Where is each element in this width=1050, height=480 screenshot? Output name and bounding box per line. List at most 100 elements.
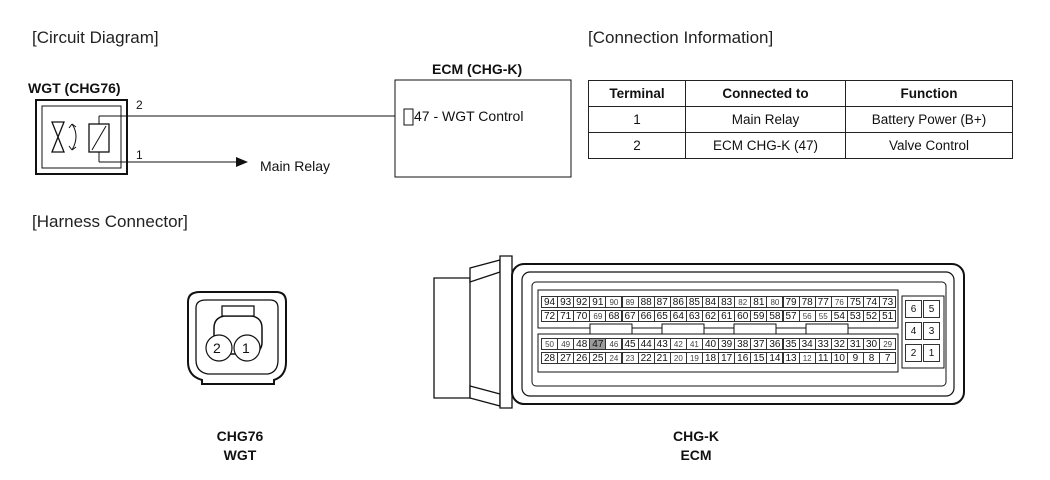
ecm-connector-pin: 70 [573, 310, 591, 322]
ecm-connector-pin: 84 [702, 296, 720, 308]
ecm-connector-pin: 89 [621, 296, 639, 308]
ecm-connector-pin: 16 [734, 352, 752, 364]
table-header-function: Function [845, 80, 1013, 107]
wgt-inner-box [41, 105, 122, 169]
ecm-connector-pin: 26 [573, 352, 591, 364]
ecm-connector-pin: 17 [718, 352, 736, 364]
table-cell: Battery Power (B+) [845, 106, 1013, 133]
ecm-connector-pin: 59 [750, 310, 768, 322]
ecm-connector-pin: 79 [782, 296, 800, 308]
ecm-connector-icon [433, 255, 965, 409]
table-row: 1 Main Relay Battery Power (B+) [588, 106, 1013, 133]
ecm-connector-pin: 19 [685, 352, 703, 364]
wgt-label: WGT (CHG76) [28, 80, 121, 96]
ecm-connector-pin: 46 [605, 338, 623, 350]
ecm-connector-pin: 75 [846, 296, 864, 308]
ecm-connector-pin: 31 [846, 338, 864, 350]
ecm-connector-pin: 66 [637, 310, 655, 322]
ecm-connector-pin: 71 [557, 310, 575, 322]
wgt-connector-pin: 2 [213, 340, 221, 356]
ecm-connector-pin: 72 [541, 310, 559, 322]
ecm-connector-pin: 61 [718, 310, 736, 322]
ecm-connector-pin: 7 [879, 352, 897, 364]
ecm-connector-pin: 32 [830, 338, 848, 350]
ecm-connector-pin: 48 [573, 338, 591, 350]
ecm-connector-pin: 63 [685, 310, 703, 322]
wgt-connector-caption-name: WGT [223, 447, 257, 463]
table-cell: Main Relay [685, 106, 846, 133]
ecm-connector-pin: 41 [685, 338, 703, 350]
ecm-connector-pin: 18 [702, 352, 720, 364]
ecm-pin-label: 47 - WGT Control [414, 108, 524, 124]
ecm-connector-pin: 83 [718, 296, 736, 308]
ecm-connector-pin: 77 [814, 296, 832, 308]
ecm-connector-pin: 81 [750, 296, 768, 308]
ecm-connector-pin: 33 [814, 338, 832, 350]
ecm-connector-pin: 9 [846, 352, 864, 364]
ecm-connector-pin: 82 [734, 296, 752, 308]
pin2-label: 2 [136, 98, 143, 112]
ecm-connector-caption-id: CHG-K [673, 428, 719, 444]
ecm-connector-pin: 78 [798, 296, 816, 308]
ecm-connector-pin: 65 [653, 310, 671, 322]
circuit-diagram-title: [Circuit Diagram] [32, 28, 159, 47]
ecm-connector-caption-name: ECM [680, 447, 712, 463]
table-cell: 2 [588, 132, 686, 159]
ecm-connector-pin: 15 [750, 352, 768, 364]
ecm-connector-pin: 8 [863, 352, 881, 364]
ecm-connector-pin: 73 [879, 296, 897, 308]
ecm-connector-pin: 76 [830, 296, 848, 308]
ecm-pin-terminal [403, 108, 414, 126]
ecm-connector-pin: 20 [669, 352, 687, 364]
table-cell: 1 [588, 106, 686, 133]
wgt-connector-icon [187, 291, 287, 385]
ecm-connector-pin: 88 [637, 296, 655, 308]
ecm-connector-pin: 4 [905, 322, 922, 340]
ecm-connector-pin: 40 [702, 338, 720, 350]
valve-symbol-icon [51, 121, 65, 153]
table-row: 2 ECM CHG-K (47) Valve Control [588, 132, 1013, 159]
ecm-connector-pin: 10 [830, 352, 848, 364]
ecm-connector-pin: 12 [798, 352, 816, 364]
ecm-connector-pin: 90 [605, 296, 623, 308]
ecm-connector-pin: 42 [669, 338, 687, 350]
ecm-connector-pin: 52 [863, 310, 881, 322]
ecm-connector-pin: 25 [589, 352, 607, 364]
ecm-connector-pin: 22 [637, 352, 655, 364]
pin1-label: 1 [136, 148, 143, 162]
ecm-connector-pin: 49 [557, 338, 575, 350]
ecm-connector-pin: 24 [605, 352, 623, 364]
ecm-connector-pin: 5 [923, 300, 940, 318]
ecm-connector-pin: 74 [863, 296, 881, 308]
ecm-connector-pin: 28 [541, 352, 559, 364]
ecm-connector-pin: 21 [653, 352, 671, 364]
wgt-connector-pin: 1 [242, 340, 250, 356]
ecm-connector-pin: 37 [750, 338, 768, 350]
ecm-connector-pin: 56 [798, 310, 816, 322]
table-cell: ECM CHG-K (47) [685, 132, 846, 159]
ecm-connector-pin: 34 [798, 338, 816, 350]
ecm-connector-pin: 64 [669, 310, 687, 322]
ecm-connector-pin: 27 [557, 352, 575, 364]
ecm-connector-pin: 86 [669, 296, 687, 308]
ecm-connector-pin: 45 [621, 338, 639, 350]
arrow-right-icon [236, 157, 248, 167]
ecm-connector-pin: 1 [923, 344, 940, 362]
ecm-connector-pin: 53 [846, 310, 864, 322]
wgt-box [35, 99, 128, 175]
ecm-connector-pin: 62 [702, 310, 720, 322]
ecm-connector-pin: 11 [814, 352, 832, 364]
main-relay-label: Main Relay [260, 158, 331, 174]
ecm-connector-pin: 80 [766, 296, 784, 308]
ecm-connector-pin: 69 [589, 310, 607, 322]
ecm-connector-pin: 38 [734, 338, 752, 350]
ecm-connector-pin: 30 [863, 338, 881, 350]
ecm-connector-pin: 85 [685, 296, 703, 308]
ecm-connector-pin: 36 [766, 338, 784, 350]
ecm-connector-pin: 29 [879, 338, 897, 350]
ecm-connector-pin: 67 [621, 310, 639, 322]
ecm-connector-pin: 3 [923, 322, 940, 340]
connection-information-title: [Connection Information] [588, 28, 774, 47]
ecm-connector-pin: 43 [653, 338, 671, 350]
ecm-box [394, 79, 572, 178]
